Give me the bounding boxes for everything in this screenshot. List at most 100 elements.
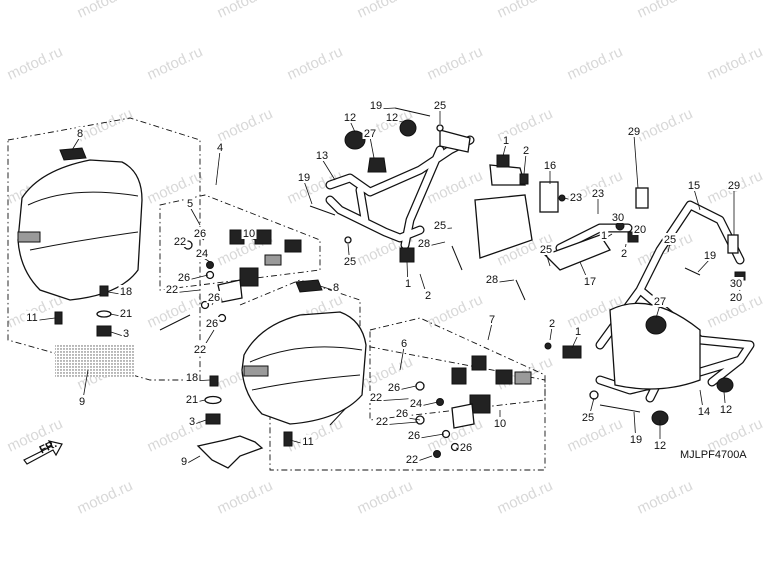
latch-b <box>254 229 272 245</box>
callout-bg <box>342 255 358 267</box>
watermark-text: motod.ru <box>285 43 346 83</box>
callout-bg <box>121 327 131 339</box>
part-callout-22: 22 <box>194 344 206 356</box>
latch-c <box>284 239 302 253</box>
part-callout-14: 14 <box>698 406 710 418</box>
part-callout-3: 3 <box>123 328 129 340</box>
part-callout-27: 27 <box>654 296 666 308</box>
callout-bg <box>77 395 87 407</box>
watermark-text: motod.ru <box>425 291 486 331</box>
part-callout-28: 28 <box>486 274 498 286</box>
part-callout-12: 12 <box>344 112 356 124</box>
front-direction-arrow: FR. <box>23 438 63 465</box>
callout-bg <box>406 429 422 441</box>
callout-bg <box>432 99 448 111</box>
part-callout-2: 2 <box>523 145 529 157</box>
callout-bg <box>192 343 208 355</box>
callout-bg <box>416 237 432 249</box>
part-callout-26: 26 <box>208 292 220 304</box>
callout-bg <box>184 393 200 405</box>
callout-bg <box>521 144 531 156</box>
part-callout-13: 13 <box>316 150 328 162</box>
watermark-text: motod.ru <box>425 43 486 83</box>
callout-bg <box>628 433 644 445</box>
callout-bg <box>399 337 409 349</box>
part-callout-30: 30 <box>730 278 742 290</box>
callout-bg <box>726 179 742 191</box>
part-callout-1: 1 <box>405 278 411 290</box>
callout-bg <box>241 227 257 239</box>
part-callout-20: 20 <box>634 224 646 236</box>
part-callout-19: 19 <box>370 100 382 112</box>
callout-bg <box>164 283 180 295</box>
callout-bg <box>187 415 197 427</box>
part-callout-8: 8 <box>77 128 83 140</box>
callout-bg <box>626 125 642 137</box>
leader-line <box>215 150 221 186</box>
part-callout-11: 11 <box>26 312 37 324</box>
callout-bg <box>610 211 626 223</box>
callout-bg <box>368 391 384 403</box>
hardware-kit-lower-outline <box>369 317 546 421</box>
leader-line <box>571 334 579 349</box>
part-callout-19: 19 <box>704 250 716 262</box>
part-callout-1: 1 <box>575 326 581 338</box>
saddlebag-left-seam2 <box>29 231 139 251</box>
callout-bg <box>718 403 734 415</box>
part-callout-22: 22 <box>376 416 388 428</box>
callout-bg <box>487 313 497 325</box>
callout-bg <box>384 111 400 123</box>
frame-left <box>309 107 566 301</box>
part-callout-18: 18 <box>120 286 132 298</box>
frame-left-top-bracket <box>439 129 471 153</box>
callout-bg <box>423 289 433 301</box>
part-callout-25: 25 <box>434 100 446 112</box>
part-callout-9: 9 <box>79 396 85 408</box>
part-callout-24: 24 <box>410 398 422 410</box>
left-saddlebag-group <box>7 117 201 381</box>
callout-bg <box>728 291 744 303</box>
saddlebag-right-seam2 <box>251 374 361 391</box>
callout-bg <box>599 229 609 241</box>
part-callout-12: 12 <box>386 112 398 124</box>
group-outline-left <box>7 117 201 381</box>
callout-bg <box>24 311 40 323</box>
part-callout-22: 22 <box>406 454 418 466</box>
watermark-text: motod.ru <box>75 105 136 145</box>
callout-bg <box>386 381 402 393</box>
callout-bg <box>204 317 220 329</box>
rubber-pad-a <box>264 254 282 266</box>
callout-bg <box>484 273 500 285</box>
callout-bg <box>75 127 85 139</box>
saddlebag-left-reflector <box>17 231 41 243</box>
callout-bg <box>296 171 312 183</box>
leader-line <box>189 206 201 226</box>
callout-bg <box>568 191 584 203</box>
part-callout-1: 1 <box>503 135 509 147</box>
part-callout-25: 25 <box>582 412 594 424</box>
part-callout-5: 5 <box>187 198 193 210</box>
part-callout-25: 25 <box>664 234 676 246</box>
callout-bg <box>206 291 222 303</box>
callout-bg <box>492 417 508 429</box>
callout-bg <box>331 281 341 293</box>
callout-bg <box>300 435 316 447</box>
part-callout-25: 25 <box>434 220 446 232</box>
watermark-text: motod.ru <box>145 43 206 83</box>
watermark-text: motod.ru <box>215 105 276 145</box>
leader-lines <box>31 107 741 466</box>
part-callout-1: 1 <box>601 230 607 242</box>
part-callout-29: 29 <box>628 126 640 138</box>
part-callout-18: 18 <box>186 372 198 384</box>
callout-bg <box>501 134 511 146</box>
part-callout-22: 22 <box>166 284 178 296</box>
callout-bg <box>686 179 702 191</box>
watermark-text: motod.ru <box>215 0 276 22</box>
leader-line <box>545 252 551 267</box>
callout-bg <box>362 127 378 139</box>
callout-bg <box>702 249 718 261</box>
part-callout-21: 21 <box>120 308 132 320</box>
leader-line <box>693 188 701 211</box>
leader-line <box>71 136 81 151</box>
callout-bg <box>696 405 712 417</box>
